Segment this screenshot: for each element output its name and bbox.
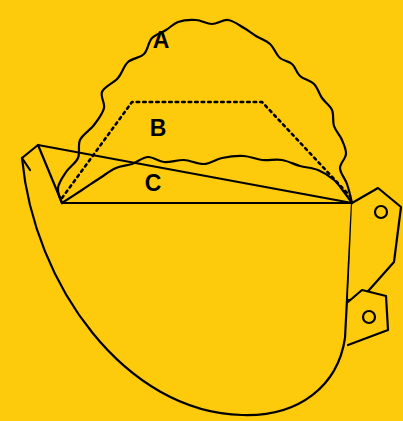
hinge-lug xyxy=(348,290,388,345)
hinge-pin xyxy=(363,311,375,323)
hinge-pin xyxy=(375,206,387,218)
zone-letter: C xyxy=(145,172,162,195)
zone-letter: A xyxy=(153,29,170,52)
struck-level xyxy=(62,102,350,198)
zone-letter: B xyxy=(150,117,167,140)
water-level-outline xyxy=(62,156,352,203)
strike-line xyxy=(62,202,352,204)
heap-outline xyxy=(58,20,352,203)
hinge-bracket xyxy=(348,188,401,300)
bucket-lip-edge xyxy=(22,158,30,170)
